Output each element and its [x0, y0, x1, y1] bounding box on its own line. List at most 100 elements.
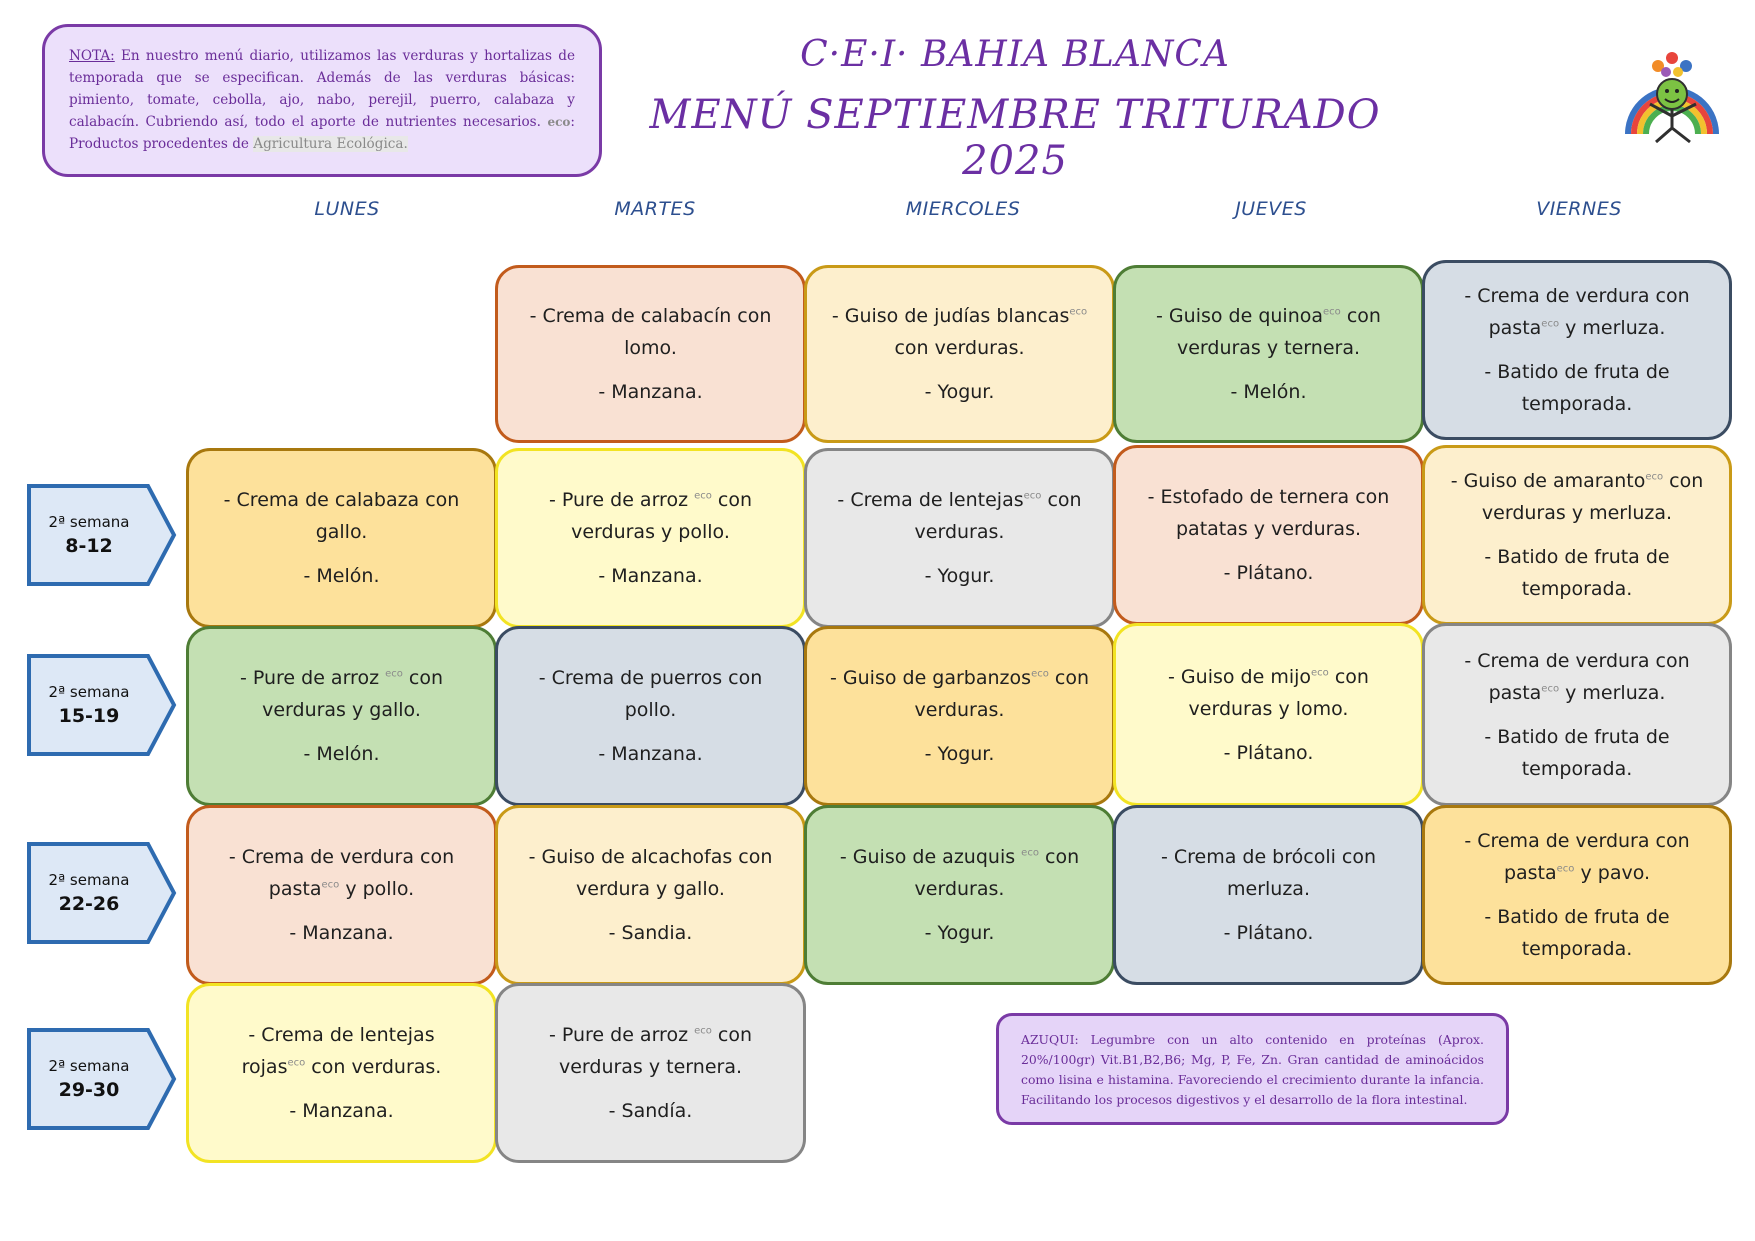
dish-line: verduras. — [914, 521, 1005, 543]
dish-line: - Crema de calabaza con — [223, 489, 460, 511]
week-arrow-1: 2ª semana 8-12 — [26, 483, 178, 587]
dish-line: con verduras. — [894, 337, 1025, 359]
week-label: 2ª semana — [48, 1057, 130, 1075]
menu-cell-thursday-week4: - Crema de brócoli con merluza. - Plátan… — [1113, 805, 1424, 985]
dish-line: - Guiso de garbanzos — [830, 667, 1032, 689]
dish-line: - Pure de arroz — [548, 489, 695, 511]
azuqui-note: AZUQUI: Legumbre con un alto contenido e… — [996, 1013, 1509, 1125]
menu-cell-tuesday-week4: - Guiso de alcachofas con verdura y gall… — [495, 805, 806, 985]
dessert-line: - Sandía. — [608, 1100, 693, 1122]
dessert-line: - Melón. — [303, 743, 380, 765]
note-text-2: : Productos procedentes de — [69, 114, 575, 152]
dish-line: con — [1041, 489, 1082, 511]
dish-line: lomo. — [624, 337, 677, 359]
week-range: 15-19 — [58, 705, 120, 727]
menu-cell-monday-week5: - Crema de lentejas rojaseco con verdura… — [186, 983, 497, 1163]
dish-line: verduras. — [914, 878, 1005, 900]
dish-line: con — [1038, 846, 1080, 868]
menu-cell-friday-week3: - Crema de verdura con pastaeco y merluz… — [1422, 623, 1732, 806]
menu-cell-monday-week3: - Pure de arroz eco con verduras y gallo… — [186, 626, 497, 806]
dish-line: y merluza. — [1559, 681, 1666, 704]
dessert-line: - Plátano. — [1223, 741, 1314, 764]
school-name: C·E·I· BAHIA BLANCA — [800, 34, 1230, 75]
menu-title: MENÚ SEPTIEMBRE TRITURADO 2025 — [649, 92, 1381, 184]
dish-line: - Pure de arroz — [239, 667, 386, 689]
eco-mark: eco — [694, 1025, 712, 1037]
dessert-line: - Sandia. — [608, 922, 693, 944]
dish-line: pollo. — [624, 699, 677, 721]
dessert-line: - Yogur. — [924, 743, 995, 765]
dessert-line: - Melón. — [1230, 381, 1307, 403]
eco-mark: eco — [1031, 668, 1049, 680]
dish-line: - Guiso de quinoa — [1156, 305, 1324, 327]
week-arrow-2: 2ª semana 15-19 — [26, 653, 178, 757]
note-label: NOTA: — [69, 48, 115, 64]
day-header-thursday: JUEVES — [1235, 198, 1307, 220]
dish-line: verduras y ternera. — [558, 1056, 743, 1078]
menu-cell-wednesday-week3: - Guiso de garbanzoseco con verduras. - … — [804, 626, 1115, 806]
dish-line: - Crema de lentejas — [837, 489, 1024, 511]
dish-line: con — [711, 1024, 753, 1046]
dessert-line: - Melón. — [303, 565, 380, 587]
eco-mark: eco — [1645, 471, 1664, 483]
dessert-line: - Yogur. — [924, 922, 995, 944]
dish-line: pasta — [1488, 317, 1542, 339]
menu-cell-friday-week2: - Guiso de amarantoeco con verduras y me… — [1422, 445, 1732, 625]
dish-line: verduras y gallo. — [262, 699, 421, 721]
dish-line: y pavo. — [1574, 862, 1651, 884]
week-label: 2ª semana — [48, 513, 130, 531]
dish-line: verdura y gallo. — [576, 878, 725, 900]
eco-mark: eco — [694, 490, 712, 502]
menu-cell-thursday-week2: - Estofado de ternera con patatas y verd… — [1113, 445, 1424, 625]
menu-cell-thursday-week1: - Guiso de quinoaeco con verduras y tern… — [1113, 265, 1424, 443]
dish-line: con — [1048, 667, 1089, 689]
menu-cell-friday-week1: - Crema de verdura con pastaeco y merluz… — [1422, 260, 1732, 440]
dish-line: - Estofado de ternera con — [1147, 486, 1390, 508]
dish-line: - Pure de arroz — [548, 1024, 695, 1046]
dessert-line: temporada. — [1521, 938, 1633, 960]
dish-line: gallo. — [315, 521, 368, 543]
menu-cell-wednesday-week4: - Guiso de azuquis eco con verduras. - Y… — [804, 805, 1115, 985]
dessert-line: temporada. — [1521, 393, 1633, 415]
dish-line: y pollo. — [339, 878, 415, 900]
day-header-friday: VIERNES — [1536, 198, 1622, 220]
dish-line: - Crema de calabacín con — [529, 305, 772, 327]
week-range: 8-12 — [65, 535, 113, 557]
dish-line: con — [1340, 305, 1381, 327]
dessert-line: temporada. — [1521, 757, 1633, 780]
dish-line: con verduras. — [305, 1056, 442, 1078]
dessert-line: - Manzana. — [289, 922, 394, 944]
week-range: 29-30 — [58, 1079, 120, 1101]
eco-mark: eco — [1541, 683, 1560, 695]
dish-line: rojas — [241, 1056, 288, 1078]
note-eco-label: eco — [547, 115, 571, 129]
dish-line: - Guiso de amaranto — [1450, 470, 1646, 492]
dish-line: con — [1663, 470, 1704, 492]
eco-mark: eco — [1023, 490, 1042, 502]
dish-line: - Crema de brócoli con — [1160, 846, 1377, 868]
eco-mark: eco — [321, 879, 340, 891]
week-arrow-4: 2ª semana 29-30 — [26, 1027, 178, 1131]
dish-line: patatas y verduras. — [1175, 518, 1362, 540]
menu-cell-thursday-week3: - Guiso de mijoeco con verduras y lomo. … — [1113, 623, 1424, 806]
dessert-line: - Manzana. — [598, 565, 703, 587]
eco-mark: eco — [1323, 306, 1341, 318]
dessert-line: - Batido de fruta de — [1484, 361, 1670, 383]
dish-line: verduras y lomo. — [1188, 697, 1349, 720]
dish-line: - Crema de verdura con — [1464, 649, 1690, 672]
dessert-line: - Plátano. — [1223, 922, 1314, 944]
menu-cell-tuesday-week3: - Crema de puerros con pollo. - Manzana. — [495, 626, 806, 806]
dessert-line: - Batido de fruta de — [1484, 546, 1670, 568]
eco-mark: eco — [1556, 863, 1575, 875]
dessert-line: - Batido de fruta de — [1484, 725, 1670, 748]
week-label: 2ª semana — [48, 683, 130, 701]
dish-line: - Crema de verdura con — [1464, 285, 1690, 307]
dish-line: - Crema de verdura con — [228, 846, 455, 868]
menu-cell-tuesday-week5: - Pure de arroz eco con verduras y terne… — [495, 983, 806, 1163]
dish-line: con — [402, 667, 444, 689]
menu-cell-tuesday-week1: - Crema de calabacín con lomo. - Manzana… — [495, 265, 806, 443]
dish-line: verduras. — [914, 699, 1005, 721]
dish-line: verduras y merluza. — [1481, 502, 1673, 524]
dessert-line: - Manzana. — [598, 381, 703, 403]
dish-line: - Guiso de mijo — [1168, 665, 1312, 688]
